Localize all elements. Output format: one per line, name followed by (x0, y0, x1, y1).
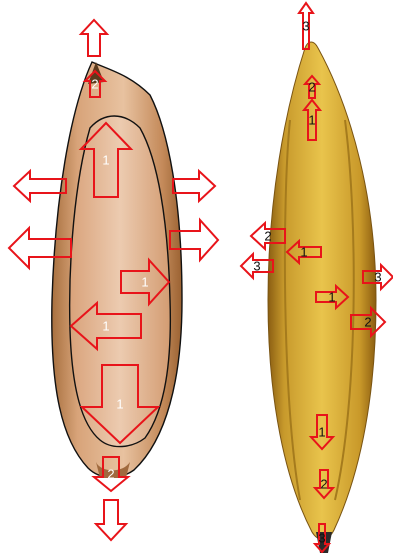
right-grain-arrow-label: 3 (374, 269, 381, 284)
right-grain-arrow-label: 1 (328, 289, 335, 304)
left-grain-arrow-label: 1 (102, 318, 109, 333)
right-grain-arrow-label: 1 (308, 112, 315, 127)
left-grain-arrow-label: 2 (36, 240, 43, 255)
left-rice-grain (52, 62, 182, 478)
right-grain-arrow-label: 3 (318, 530, 325, 545)
left-grain-arrow-label: 1 (102, 152, 109, 167)
right-grain-arrow-label: 1 (300, 244, 307, 259)
left-grain-arrow-label: 2 (107, 466, 114, 481)
right-grain-arrow-label: 2 (320, 476, 327, 491)
right-grain-arrow-label: 1 (318, 424, 325, 439)
left-grain-arrow-label: 3 (107, 512, 114, 527)
left-grain-arrow-label: 3 (190, 178, 197, 193)
left-grain-arrow-label: 1 (141, 274, 148, 289)
left-grain-arrow-label: 2 (91, 76, 98, 91)
right-grain-arrow-label: 3 (253, 258, 260, 273)
right-grain-arrow-label: 2 (308, 79, 315, 94)
left-grain-arrow-label: 3 (36, 178, 43, 193)
left-grain-arrow-label: 2 (190, 232, 197, 247)
right-grain-arrow-label: 2 (264, 228, 271, 243)
left-grain-arrow-label: 1 (116, 396, 123, 411)
right-grain-arrow-label: 2 (364, 314, 371, 329)
right-grain-arrow-label: 3 (302, 18, 309, 33)
left-grain-arrow-label: 3 (90, 30, 97, 45)
